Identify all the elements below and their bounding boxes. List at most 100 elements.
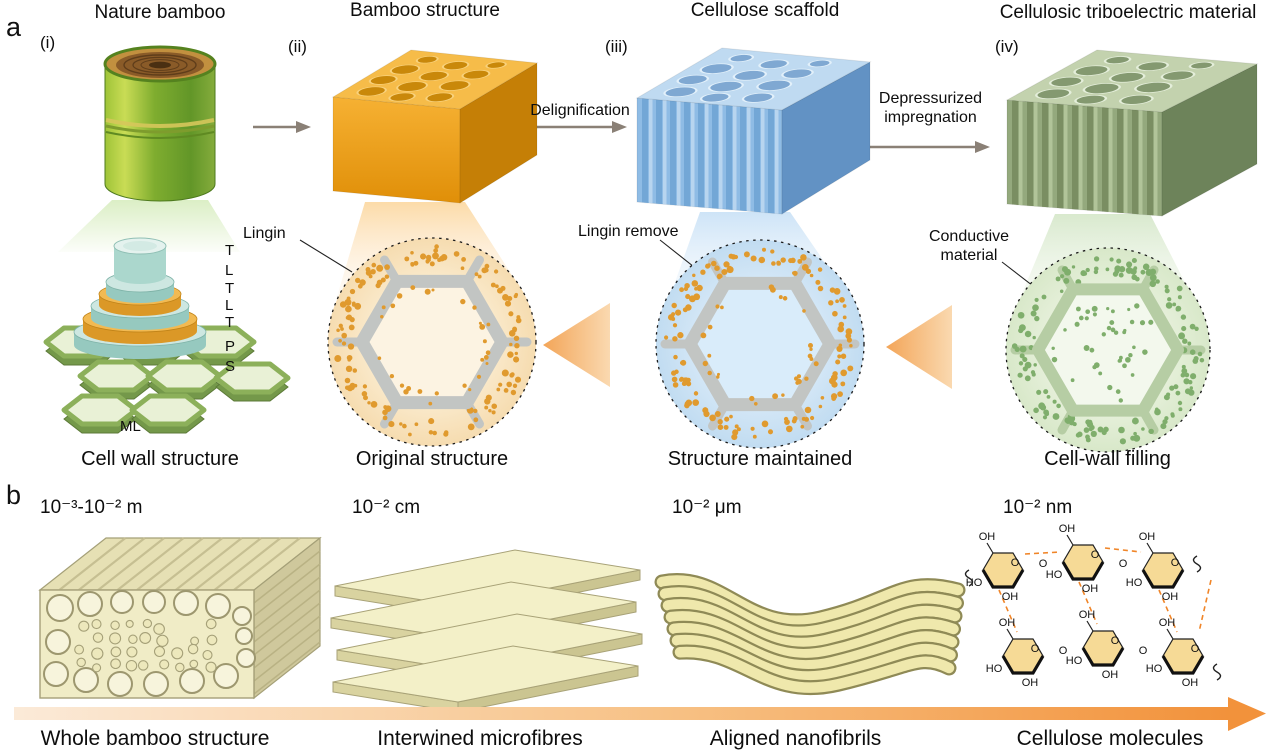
scale-label-2: 10⁻² cm <box>352 497 421 518</box>
layer-label-p: P <box>225 338 236 355</box>
arrowhead <box>1228 697 1266 731</box>
mol-label-oh: OH <box>1159 617 1176 629</box>
small-pores <box>74 618 218 673</box>
stage-caption-ii: Original structure <box>355 448 509 470</box>
mol-label-o: O <box>1191 643 1200 655</box>
layer-label-s: S <box>225 358 236 375</box>
stage-numeral-i: (i) <box>40 33 56 52</box>
stage-numeral-iii: (iii) <box>605 37 628 56</box>
mol-label-oh: OH <box>1102 669 1119 681</box>
stage-title-ii: Bamboo structure <box>350 0 500 21</box>
mol-label-o: O <box>1039 558 1048 570</box>
mol-label-o: O <box>1091 549 1100 561</box>
bottom-caption-3: Aligned nanofibrils <box>709 727 882 750</box>
back-wedge-arrow-2 <box>886 305 952 389</box>
scale-label-4: 10⁻² nm <box>1003 497 1073 518</box>
cell-wall-ring <box>683 276 837 412</box>
bamboo-structure-cube <box>331 49 539 204</box>
mol-label-oh: OH <box>1059 523 1076 535</box>
layer-label-t3: T <box>225 314 235 331</box>
mol-label-o: O <box>1171 557 1180 569</box>
top-ridges <box>58 537 301 591</box>
bottom-caption-4: Cellulose molecules <box>1016 727 1204 750</box>
bamboo-cylinder-illustration <box>103 45 217 202</box>
lignin-dots <box>334 244 522 437</box>
layer-label-l2: L <box>225 297 234 314</box>
panel-a-label: a <box>6 12 22 42</box>
mol-label-o: O <box>1031 643 1040 655</box>
cell-wall-stack-illustration <box>25 237 255 437</box>
scale-arrow <box>14 697 1266 731</box>
mol-label-o: O <box>1059 645 1068 657</box>
mol-label-oh: OH <box>1079 609 1096 621</box>
zoom-cone-i <box>58 200 240 252</box>
whole-bamboo-illustration <box>38 536 322 700</box>
layer-label-t2: T <box>225 280 235 297</box>
bottom-caption-2: Interwined microfibres <box>377 727 583 750</box>
process-arrow-2 <box>528 121 627 133</box>
mol-label-ho: HO <box>1126 577 1143 589</box>
triboelectric-material-cube <box>1005 49 1259 217</box>
stage-title-iii: Cellulose scaffold <box>690 0 840 21</box>
stage-title-i: Nature bamboo <box>94 2 226 23</box>
mol-label-oh: OH <box>1162 591 1179 603</box>
scale-label-1: 10⁻³-10⁻² m <box>40 497 143 518</box>
honeycomb-pores <box>663 54 832 103</box>
layer-label-t1: T <box>225 242 235 259</box>
process-arrow-1 <box>253 121 311 133</box>
process-arrow-3 <box>868 141 990 153</box>
fibril-tubes <box>654 573 966 696</box>
side-ridges <box>253 550 321 695</box>
fibre-striations <box>1012 100 1158 216</box>
lignin-dots-inner <box>700 284 819 406</box>
large-pores <box>43 590 256 697</box>
layer-discs <box>73 237 207 359</box>
mol-label-ho: HO <box>1046 569 1063 581</box>
inset-original-structure <box>327 237 537 447</box>
mol-label-oh: OH <box>1082 583 1099 595</box>
mol-label-oh: OH <box>1139 531 1156 543</box>
mol-label-oh: OH <box>1022 677 1039 689</box>
stage-caption-iv: Cell-wall filling <box>1044 448 1171 470</box>
panel-b-label: b <box>6 480 22 510</box>
layer-label-ml: ML <box>120 418 141 435</box>
molecule-rings: OHOHOOHOHOHOOHOHOHOOHOHOHOOHOHOHOOHOHOHO… <box>964 523 1222 689</box>
microfibres-illustration <box>330 549 643 713</box>
scale-label-3: 10⁻² μm <box>672 497 742 518</box>
mol-label-oh: OH <box>1002 591 1019 603</box>
stage-caption-i: Cell wall structure <box>81 448 239 470</box>
honeycomb-pores <box>356 55 507 103</box>
lignin-dots <box>664 247 854 441</box>
conductive-dots-inner <box>1051 303 1154 403</box>
mol-label-o: O <box>1111 635 1120 647</box>
cellulose-scaffold-cube <box>635 47 872 215</box>
mol-label-ho: HO <box>1146 663 1163 675</box>
stage-numeral-ii: (ii) <box>288 37 307 56</box>
mol-label-o: O <box>1011 557 1020 569</box>
annotation-lignin: Lingin <box>243 225 286 242</box>
fibre-striations <box>642 98 779 214</box>
sheet-stack <box>330 549 643 713</box>
nanofibrils-illustration <box>654 573 966 696</box>
inset-structure-maintained <box>655 239 865 449</box>
annotation-lignin-remove: Lingin remove <box>578 223 679 240</box>
mol-label-ho: HO <box>986 663 1003 675</box>
process-label-depressurized-impregnation: Depressurized impregnation <box>878 90 983 126</box>
cell-wall-ring <box>355 274 509 410</box>
back-wedge-arrow-1 <box>543 303 610 387</box>
mol-label-o: O <box>1119 558 1128 570</box>
stage-title-iv: Cellulosic triboelectric material <box>999 2 1257 23</box>
process-label-delignification: Delignification <box>530 102 630 119</box>
mol-label-ho: HO <box>966 577 983 589</box>
mol-label-o: O <box>1139 645 1148 657</box>
honeycomb-pores <box>1035 56 1215 105</box>
bottom-caption-1: Whole bamboo structure <box>40 727 270 750</box>
mol-label-oh: OH <box>999 617 1016 629</box>
mol-label-oh: OH <box>1182 677 1199 689</box>
lignin-dots-inner <box>377 285 491 406</box>
annotation-conductive-material: Conductive material <box>928 228 1010 264</box>
cellulose-molecules-illustration: OHOHOOHOHOHOOHOHOHOOHOHOHOOHOHOHOOHOHOHO… <box>964 523 1222 689</box>
inset-cell-wall-filling <box>1005 247 1211 453</box>
mol-label-ho: HO <box>1066 655 1083 667</box>
mol-label-oh: OH <box>979 531 996 543</box>
